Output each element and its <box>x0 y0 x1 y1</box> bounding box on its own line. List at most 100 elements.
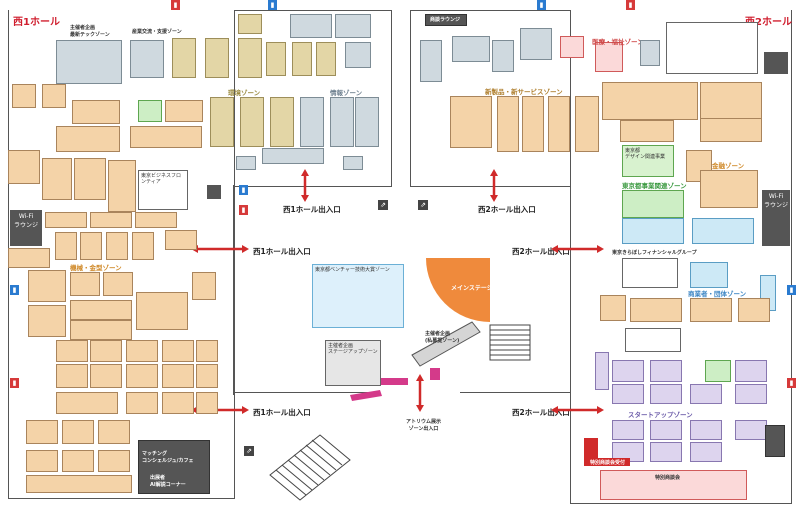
booth-cluster[interactable] <box>56 340 88 362</box>
booth-cluster[interactable] <box>692 218 754 244</box>
booth-cluster[interactable] <box>98 450 130 472</box>
booth-cluster[interactable] <box>735 420 767 440</box>
booth-cluster[interactable] <box>650 420 682 440</box>
booth-cluster[interactable] <box>56 126 120 152</box>
venture-award-panel[interactable]: 東京都ベンチャー技術大賞ゾーン <box>312 264 404 328</box>
booth-cluster[interactable] <box>192 272 216 300</box>
matching-concierge[interactable] <box>138 440 210 494</box>
booth-cluster[interactable] <box>238 14 262 34</box>
booth-cluster[interactable] <box>108 160 136 212</box>
booth-cluster[interactable] <box>238 38 262 78</box>
booth-cluster[interactable] <box>292 42 312 76</box>
booth-cluster[interactable] <box>135 212 177 228</box>
booth-cluster[interactable] <box>450 96 492 148</box>
booth-cluster[interactable] <box>70 300 132 320</box>
booth-cluster[interactable] <box>355 97 379 147</box>
booth-cluster[interactable] <box>28 270 66 302</box>
booth-cluster[interactable] <box>55 232 77 260</box>
booth-cluster[interactable] <box>700 82 762 120</box>
booth-cluster[interactable] <box>70 320 132 340</box>
booth-cluster[interactable] <box>595 352 609 390</box>
booth-cluster[interactable] <box>735 384 767 404</box>
booth-cluster[interactable] <box>12 84 36 108</box>
booth-cluster[interactable] <box>130 40 164 78</box>
challenge-panel[interactable] <box>625 328 681 352</box>
booth-cluster[interactable] <box>42 158 72 200</box>
booth-cluster[interactable] <box>62 420 94 444</box>
booth-cluster[interactable] <box>126 364 158 388</box>
booth-cluster[interactable] <box>300 97 324 147</box>
booth-cluster[interactable] <box>735 360 767 382</box>
booth-cluster[interactable] <box>72 100 120 124</box>
booth-cluster[interactable] <box>162 392 194 414</box>
entrance-west1-bottom[interactable]: 西1ホール出入口 <box>253 408 311 417</box>
booth-cluster[interactable] <box>26 475 132 493</box>
booth-cluster[interactable] <box>595 42 623 72</box>
entrance-west2-top[interactable]: 西2ホール出入口 <box>478 205 536 214</box>
booth-cluster[interactable] <box>270 97 294 147</box>
booth-cluster[interactable] <box>106 232 128 260</box>
booth-cluster[interactable] <box>522 96 544 152</box>
booth-cluster[interactable] <box>622 190 684 218</box>
booth-cluster[interactable] <box>8 248 50 268</box>
booth-cluster[interactable] <box>700 118 762 142</box>
booth-cluster[interactable] <box>236 156 256 170</box>
booth-cluster[interactable] <box>172 38 196 78</box>
booth-cluster[interactable] <box>56 40 122 84</box>
booth-cluster[interactable] <box>70 272 100 296</box>
booth-cluster[interactable] <box>162 340 194 362</box>
booth-cluster[interactable] <box>622 218 684 244</box>
booth-cluster[interactable] <box>196 392 218 414</box>
booth-cluster[interactable] <box>80 232 102 260</box>
booth-cluster[interactable] <box>738 298 770 322</box>
booth-cluster[interactable] <box>136 292 188 330</box>
booth-cluster[interactable] <box>690 298 732 322</box>
booth-cluster[interactable] <box>132 232 154 260</box>
booth-cluster[interactable] <box>640 40 660 66</box>
booth-cluster[interactable] <box>196 364 218 388</box>
booth-cluster[interactable] <box>492 40 514 72</box>
booth-cluster[interactable] <box>165 100 203 122</box>
booth-cluster[interactable] <box>330 97 354 147</box>
booth-cluster[interactable] <box>630 298 682 322</box>
entrance-west1-mid[interactable]: 西1ホール出入口 <box>253 247 311 256</box>
booth-cluster[interactable] <box>650 360 682 382</box>
booth-cluster[interactable] <box>343 156 363 170</box>
booth-cluster[interactable] <box>240 97 264 147</box>
booth-cluster[interactable] <box>575 96 599 152</box>
booth-cluster[interactable] <box>690 442 722 462</box>
booth-cluster[interactable] <box>98 420 130 444</box>
special-meeting-hall[interactable] <box>600 470 747 500</box>
booth-cluster[interactable] <box>548 96 570 152</box>
booth-cluster[interactable] <box>103 272 133 296</box>
booth-cluster[interactable] <box>560 36 584 58</box>
tokyo-tech-panel[interactable] <box>666 22 758 74</box>
booth-cluster[interactable] <box>600 295 626 321</box>
booth-cluster[interactable] <box>497 96 519 152</box>
booth-cluster[interactable] <box>62 450 94 472</box>
booth-cluster[interactable] <box>650 384 682 404</box>
booth-cluster[interactable] <box>290 14 332 38</box>
wifi-lounge-right[interactable]: Wi-Fi ラウンジ <box>762 190 790 246</box>
booth-cluster[interactable] <box>316 42 336 76</box>
booth-cluster[interactable] <box>612 384 644 404</box>
booth-cluster[interactable] <box>345 42 371 68</box>
booth-cluster[interactable] <box>210 97 234 147</box>
booth-cluster[interactable] <box>45 212 87 228</box>
booth-cluster[interactable] <box>42 84 66 108</box>
entrance-west2-mid[interactable]: 西2ホール出入口 <box>512 247 570 256</box>
booth-cluster[interactable] <box>56 364 88 388</box>
booth-cluster[interactable] <box>90 340 122 362</box>
booth-cluster[interactable] <box>56 392 118 414</box>
booth-cluster[interactable] <box>420 40 442 82</box>
booth-cluster[interactable] <box>335 14 371 38</box>
booth-cluster[interactable] <box>700 170 758 208</box>
booth-cluster[interactable] <box>196 340 218 362</box>
booth-cluster[interactable] <box>130 126 202 148</box>
booth-cluster[interactable] <box>26 450 58 472</box>
booth-cluster[interactable] <box>26 420 58 444</box>
booth-cluster[interactable] <box>205 38 229 78</box>
press-lounge[interactable] <box>425 14 467 26</box>
wifi-lounge-left[interactable]: Wi-Fi ラウンジ <box>10 210 42 246</box>
booth-cluster[interactable] <box>138 100 162 122</box>
